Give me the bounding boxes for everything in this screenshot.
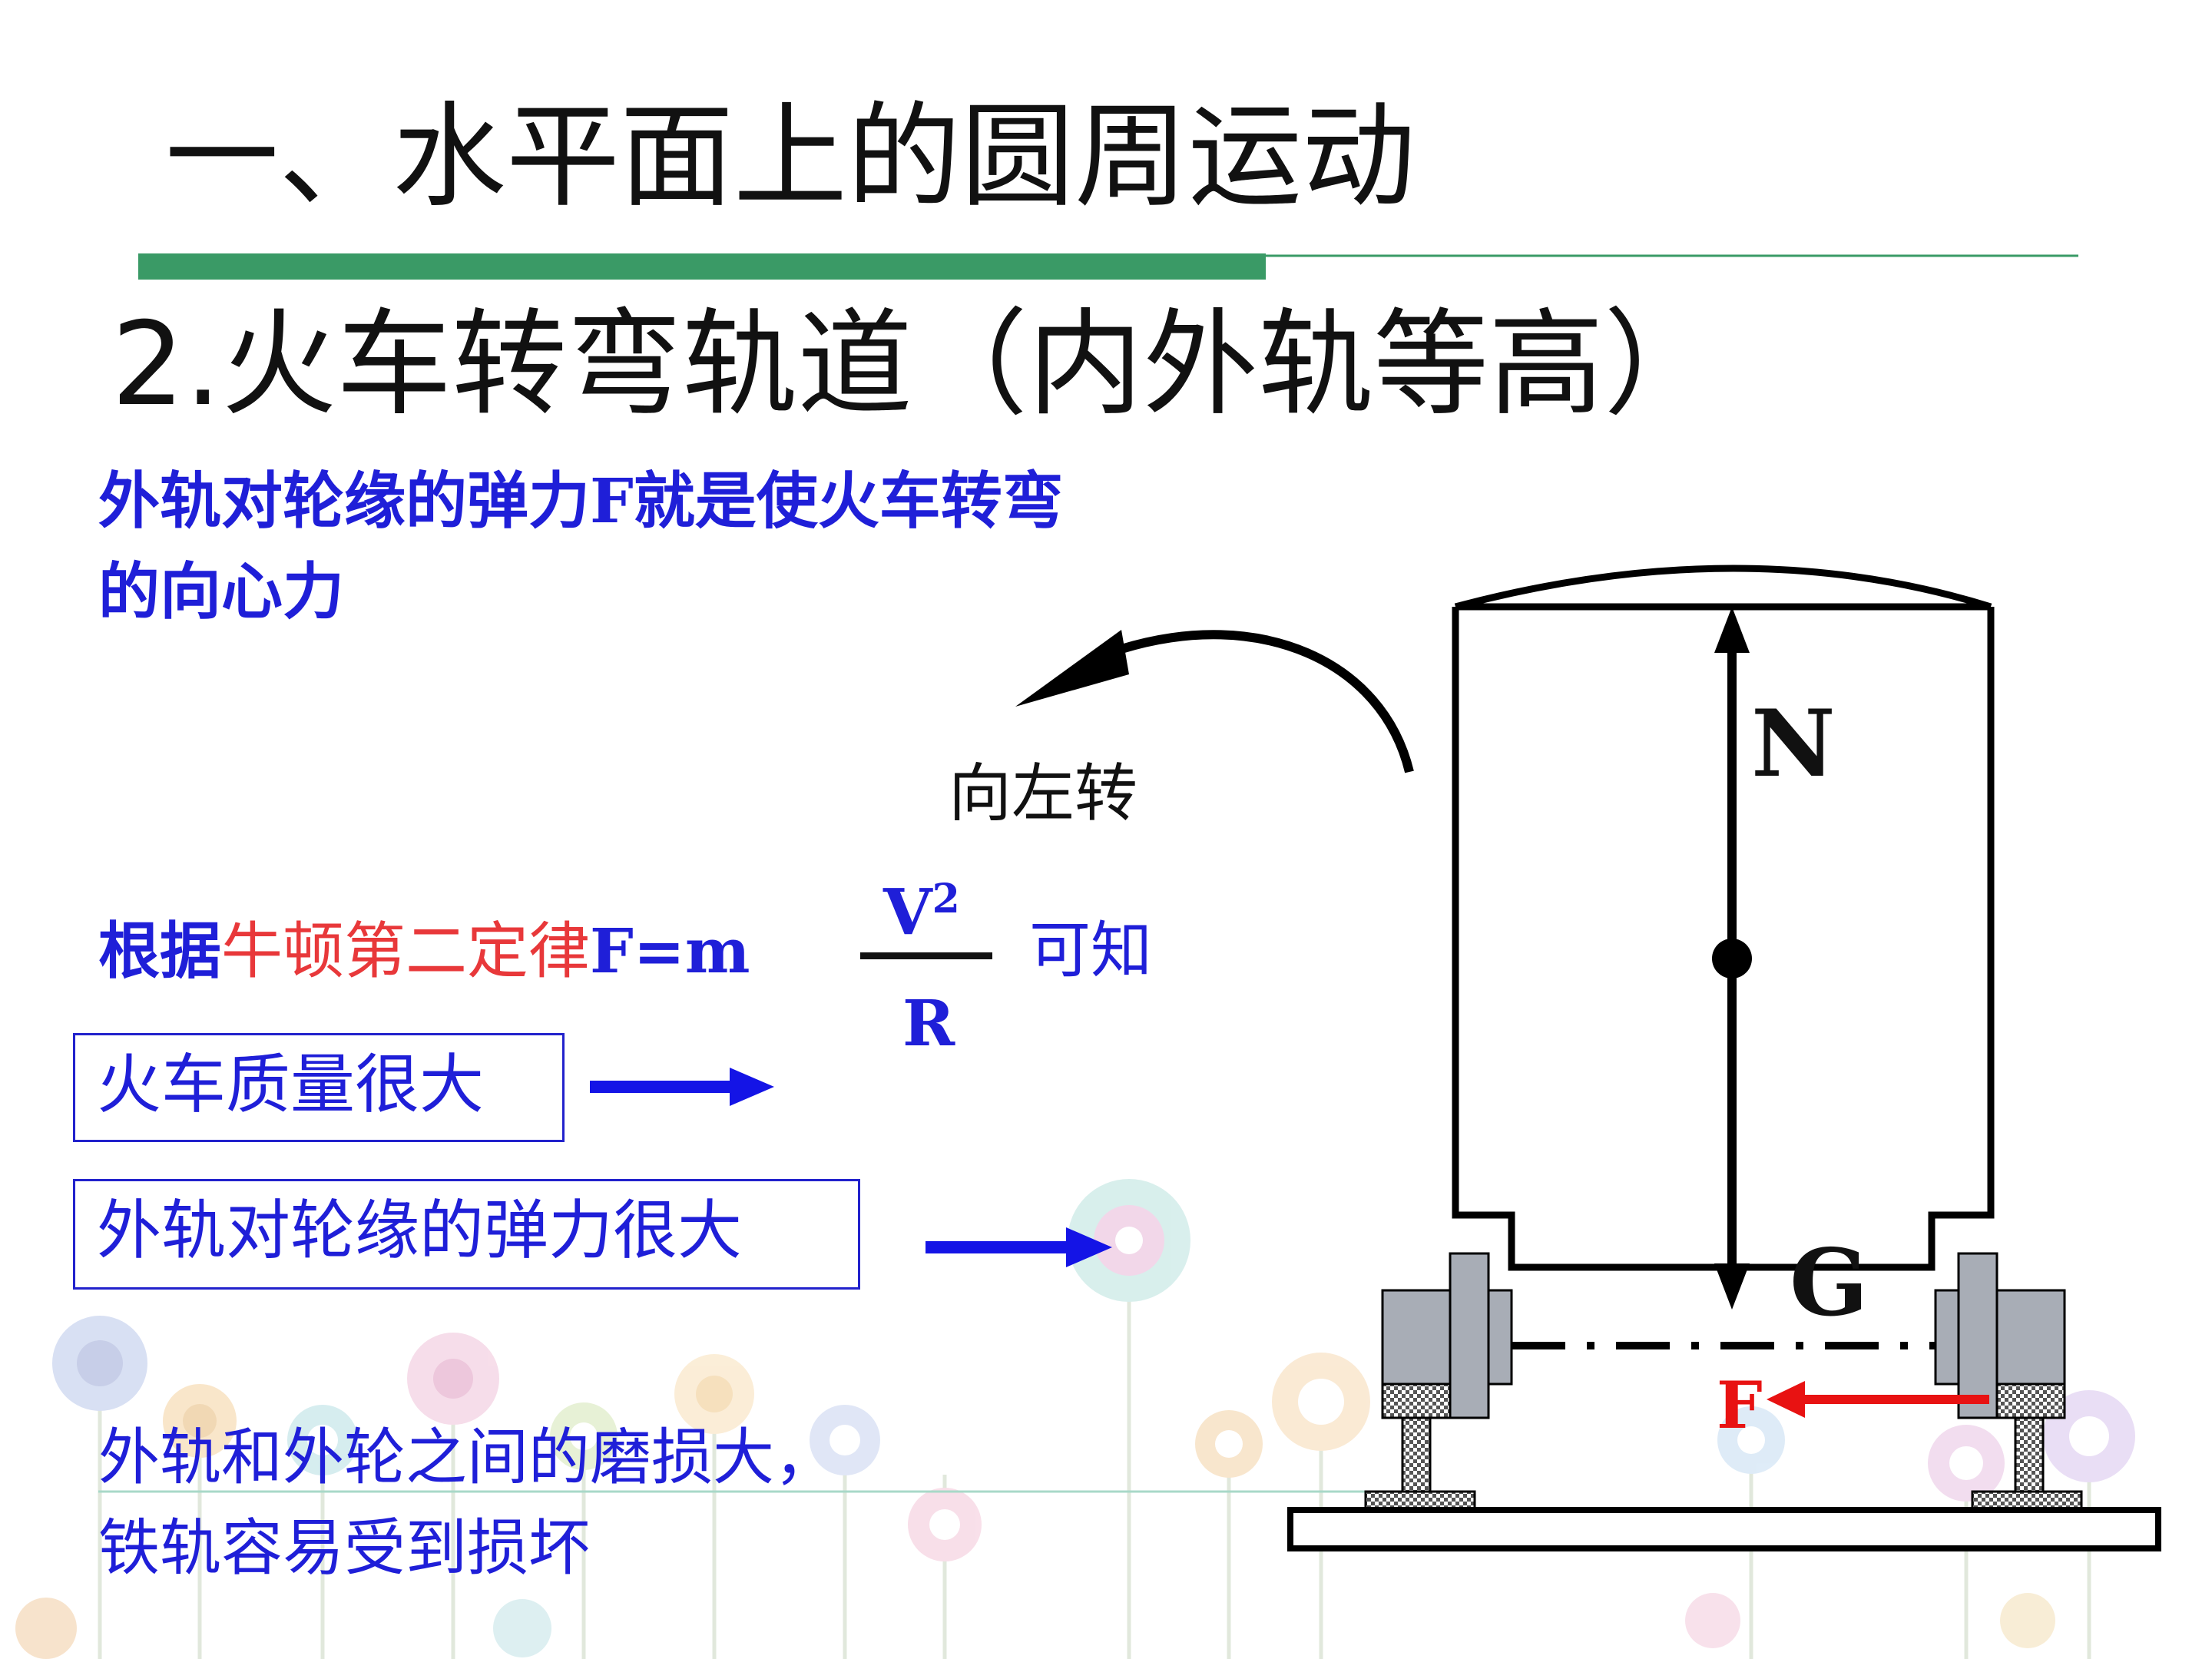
newton-law-statement: 根据牛顿第二定律F=m — [98, 920, 750, 982]
force-arrow-rail — [1767, 1381, 1989, 1418]
train-mass-box: 火车质量很大 — [73, 1033, 565, 1142]
turn-direction-label: 向左转 — [949, 757, 1138, 830]
ground-slab — [1287, 1507, 2161, 1551]
force-arrow-normal — [1714, 607, 1750, 959]
right-wheel-assembly — [1934, 1252, 2083, 1510]
force-arrow-gravity — [1714, 959, 1750, 1310]
train-car-body — [1452, 565, 1995, 1271]
rail-force-box: 外轨对轮缘的弹力很大 — [73, 1179, 860, 1290]
formula-denominator: R — [902, 987, 955, 1061]
law-suffix: 可知 — [1029, 915, 1152, 986]
fraction-bar — [860, 952, 992, 959]
law-name: 牛顿第二定律 — [221, 916, 590, 987]
force-label-normal: N — [1751, 690, 1836, 798]
left-wheel-assembly — [1364, 1252, 1513, 1510]
law-prefix: 根据 — [98, 915, 221, 987]
formula-numerator: V2 — [883, 876, 960, 949]
centripetal-statement-line2: 的向心力 — [98, 555, 344, 628]
centripetal-statement-line1: 外轨对轮缘的弹力F就是使火车转弯 — [98, 465, 1064, 537]
numerator-symbol: V — [883, 876, 932, 950]
formula-lhs: F=m — [590, 915, 750, 987]
force-label-rail: F — [1717, 1367, 1763, 1443]
arrow-right-icon — [590, 1068, 774, 1106]
wear-statement-line2: 铁轨容易受到损坏 — [98, 1512, 590, 1584]
section-heading: 2.火车转弯轨道（内外轨等高） — [111, 298, 1720, 432]
force-label-gravity: G — [1790, 1229, 1869, 1337]
page-title: 一、水平面上的圆周运动 — [165, 91, 1416, 223]
wear-statement-line1: 外轨和外轮之间的磨损大， — [98, 1422, 836, 1493]
arrow-right-icon — [926, 1227, 1112, 1267]
numerator-exponent: 2 — [932, 876, 960, 922]
center-of-mass — [1712, 939, 1752, 979]
turn-left-arrow-icon — [1015, 630, 1414, 773]
